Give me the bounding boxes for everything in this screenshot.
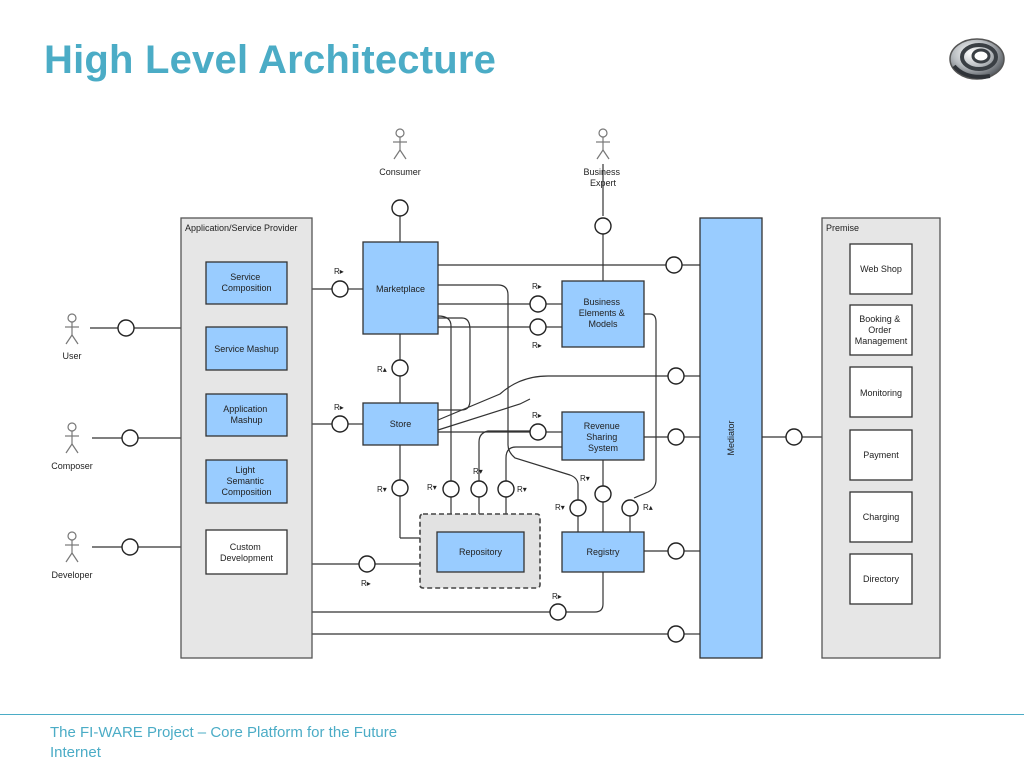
business-models-box xyxy=(561,280,645,348)
actor-developer-label: Developer xyxy=(51,570,92,580)
footer-divider xyxy=(0,714,1024,715)
r-label: R▸ xyxy=(361,579,371,588)
business-models-label: Business Elements & Models xyxy=(579,297,628,329)
service-mashup-box xyxy=(205,326,288,371)
registry-box xyxy=(561,531,645,573)
service-mashup-label: Service Mashup xyxy=(214,344,279,354)
web-shop-label: Web Shop xyxy=(860,264,902,274)
monitoring-label: Monitoring xyxy=(860,388,902,398)
booking-order-management-box xyxy=(849,304,913,356)
charging-box xyxy=(849,491,913,543)
r-label: R▴ xyxy=(643,503,653,512)
custom-development-box xyxy=(205,529,288,575)
directory-label: Directory xyxy=(863,574,900,584)
custom-development-label: Custom Development xyxy=(220,542,274,563)
payment-label: Payment xyxy=(863,450,899,460)
actor-composer-label: Composer xyxy=(51,461,93,471)
r-label: R▴ xyxy=(377,365,387,374)
monitoring-box xyxy=(849,366,913,418)
booking-order-management-label: Booking & Order Management xyxy=(855,314,908,346)
interface-circles xyxy=(117,199,803,643)
service-composition-box xyxy=(205,261,288,305)
r-label: R▾ xyxy=(517,485,527,494)
r-label: R▸ xyxy=(552,592,562,601)
r-label: R▾ xyxy=(580,474,590,483)
premise-title: Premise xyxy=(826,223,859,233)
mediator-bar xyxy=(699,217,763,659)
r-label: R▸ xyxy=(334,267,344,276)
actor-composer xyxy=(65,422,79,454)
revenue-sharing-box xyxy=(561,411,645,461)
marketplace-label: Marketplace xyxy=(376,284,425,294)
marketplace-box xyxy=(362,241,439,335)
r-label: R▸ xyxy=(532,411,542,420)
repository-label: Repository xyxy=(459,547,503,557)
actor-business-expert-label: Business Expert xyxy=(583,167,622,188)
fiware-logo-icon xyxy=(949,38,1005,80)
service-composition-label: Service Composition xyxy=(221,272,271,293)
r-label: R▸ xyxy=(532,282,542,291)
footer-text: The FI-WARE Project – Core Platform for … xyxy=(50,724,398,761)
r-label: R▾ xyxy=(555,503,565,512)
actor-business-expert xyxy=(596,128,610,160)
registry-label: Registry xyxy=(586,547,620,557)
mediator-label: Mediator xyxy=(726,420,736,455)
application-mashup-label: Application Mashup xyxy=(223,404,270,425)
actor-consumer xyxy=(393,128,407,160)
r-label: R▸ xyxy=(532,341,542,350)
actor-developer xyxy=(65,531,79,563)
provider-title: Application/Service Provider xyxy=(185,223,298,233)
store-box xyxy=(362,402,439,446)
actor-consumer-label: Consumer xyxy=(379,167,421,177)
request-labels: R▸ R▸ R▴ R▾ R▸ R▸ R▸ R▸ R▾ R▾ R▾ R▾ R▾ R… xyxy=(334,267,653,601)
light-semantic-composition-label: Light Semantic Composition xyxy=(221,465,271,497)
connection-lines xyxy=(90,164,822,635)
store-label: Store xyxy=(390,419,412,429)
r-label: R▾ xyxy=(427,483,437,492)
repository-box xyxy=(436,531,525,573)
light-semantic-composition-box xyxy=(205,459,288,504)
charging-label: Charging xyxy=(863,512,900,522)
r-label: R▾ xyxy=(377,485,387,494)
revenue-sharing-label: Revenue Sharing System xyxy=(584,421,623,453)
actor-user-label: User xyxy=(62,351,81,361)
r-label: R▸ xyxy=(334,403,344,412)
directory-box xyxy=(849,553,913,605)
r-label: R▾ xyxy=(473,467,483,476)
slide-title: High Level Architecture xyxy=(44,38,497,82)
actor-user xyxy=(65,313,79,345)
payment-box xyxy=(849,429,913,481)
architecture-diagram: Consumer Business Expert User Composer D… xyxy=(51,128,941,659)
application-mashup-box xyxy=(205,393,288,437)
web-shop-box xyxy=(849,243,913,295)
